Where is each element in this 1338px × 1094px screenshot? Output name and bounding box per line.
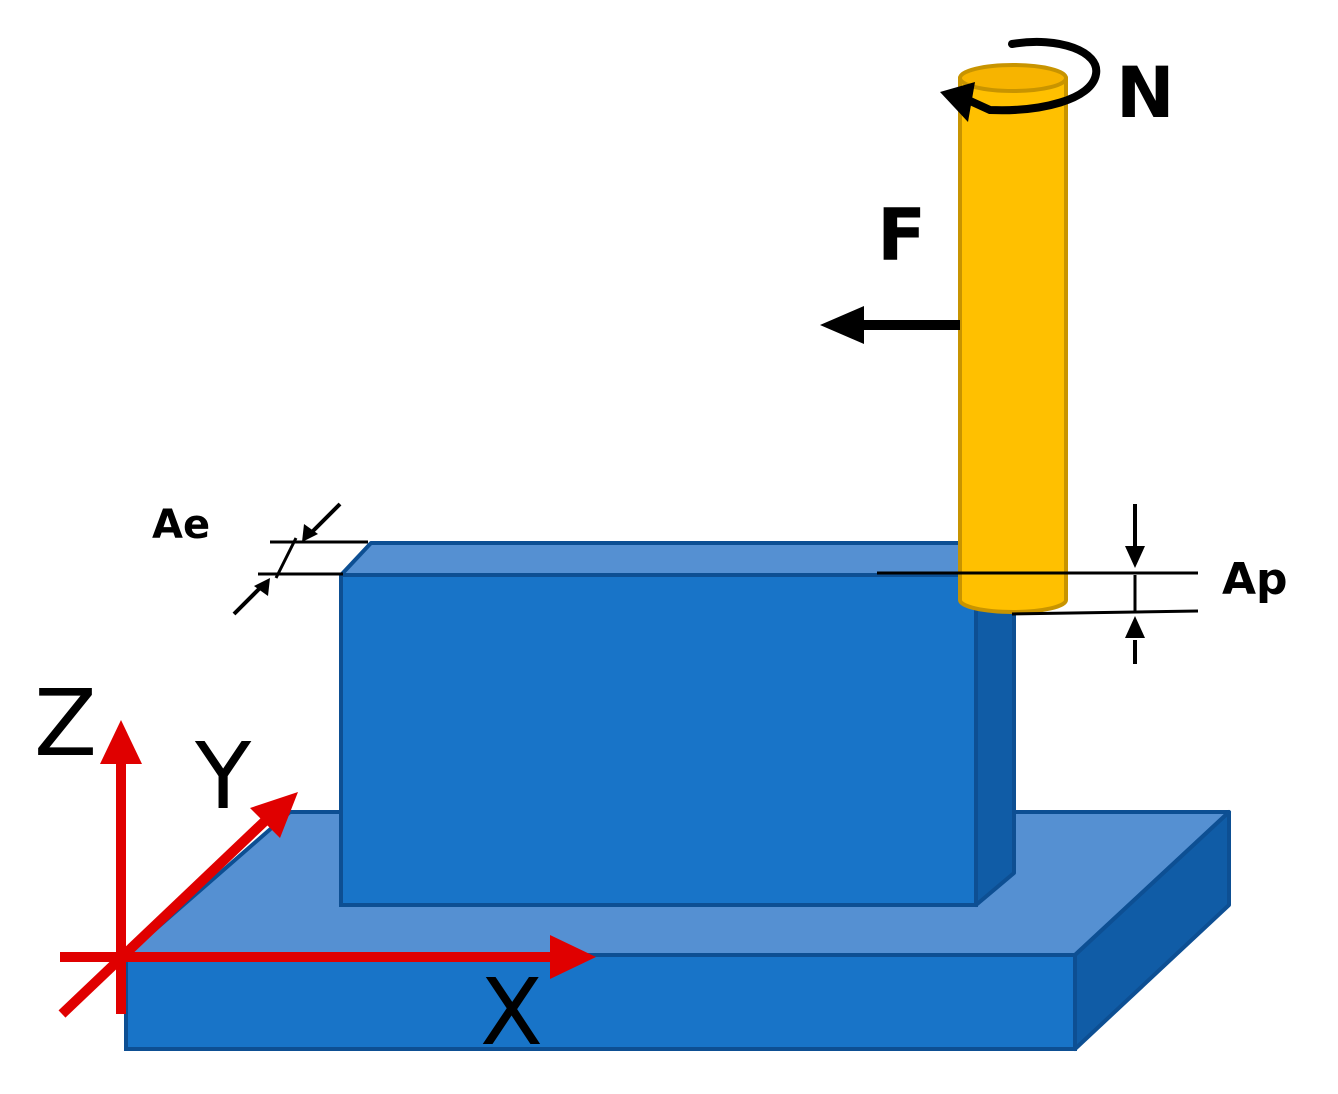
z-axis-arrowhead <box>100 720 142 764</box>
workpiece-front <box>339 573 978 907</box>
radial-depth-dimension <box>232 502 368 616</box>
base-plate-front <box>124 953 1077 1051</box>
axis-z-label: Z <box>34 670 97 777</box>
coordinate-axes <box>58 720 596 1018</box>
spindle-speed-label: N <box>1116 52 1175 134</box>
y-axis-line <box>58 816 270 1018</box>
feed-label: F <box>877 193 926 277</box>
workpiece-block <box>339 541 1016 907</box>
cutting-tool <box>958 63 1068 614</box>
axis-x-label: X <box>480 959 543 1066</box>
workpiece-top <box>339 541 1016 577</box>
axis-y-label: Y <box>194 723 252 830</box>
radial-depth-label: Ae <box>152 502 210 548</box>
x-axis-arrowhead <box>550 935 596 979</box>
feed-arrow-icon <box>820 306 960 344</box>
axial-depth-dimension <box>877 504 1199 664</box>
cutting-tool-body <box>958 76 1068 614</box>
axial-depth-label: Ap <box>1222 554 1288 605</box>
cutting-tool-top <box>958 63 1068 93</box>
y-axis-arrowhead <box>250 792 298 838</box>
rotation-arrow-icon <box>940 37 1101 122</box>
